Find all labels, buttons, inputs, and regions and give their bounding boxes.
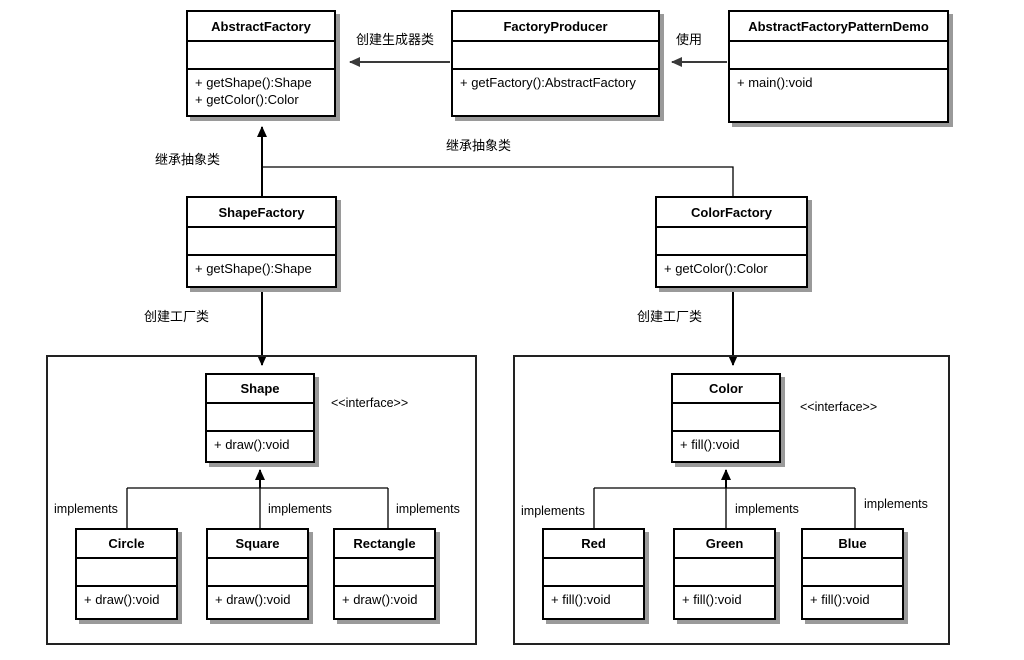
edge-label-implements-shape-1: implements	[54, 502, 118, 516]
operation-draw: + draw():void	[214, 437, 290, 452]
class-title-demo: AbstractFactoryPatternDemo	[730, 12, 947, 42]
class-operations-factory-producer: + getFactory():AbstractFactory	[453, 70, 658, 91]
edge-label-implements-color-2: implements	[735, 502, 799, 516]
class-title-color-factory: ColorFactory	[657, 198, 806, 228]
class-attributes-abstract-factory	[188, 42, 334, 70]
edge-label-implements-shape-2: implements	[268, 502, 332, 516]
class-attributes-red	[544, 559, 643, 587]
operation-getcolor: + getColor():Color	[664, 261, 768, 276]
class-title-shape: Shape	[207, 375, 313, 404]
class-operations-shape-factory: + getShape():Shape	[188, 256, 335, 277]
edge-label-create-factory-left: 创建工厂类	[144, 309, 210, 324]
class-title-rectangle: Rectangle	[335, 530, 434, 559]
operation-draw: + draw():void	[342, 592, 418, 607]
class-box-demo[interactable]: AbstractFactoryPatternDemo + main():void	[728, 10, 949, 123]
stereotype-shape-interface: <<interface>>	[331, 396, 409, 410]
class-box-square[interactable]: Square + draw():void	[206, 528, 309, 620]
class-box-red[interactable]: Red + fill():void	[542, 528, 645, 620]
shape-group-frame	[46, 355, 477, 645]
operation-fill: + fill():void	[551, 592, 611, 607]
class-attributes-color	[673, 404, 779, 432]
edge-shape-implementers	[126, 469, 389, 528]
class-attributes-factory-producer	[453, 42, 658, 70]
class-box-blue[interactable]: Blue + fill():void	[801, 528, 904, 620]
edge-label-create-builder: 创建生成器类	[356, 32, 435, 47]
class-box-green[interactable]: Green + fill():void	[673, 528, 776, 620]
class-title-shape-factory: ShapeFactory	[188, 198, 335, 228]
operation-fill: + fill():void	[810, 592, 870, 607]
edge-label-implements-color-1: implements	[521, 504, 585, 518]
stereotype-color-interface: <<interface>>	[800, 400, 878, 414]
class-box-rectangle[interactable]: Rectangle + draw():void	[333, 528, 436, 620]
edge-label-extend-abstract-right: 继承抽象类	[446, 138, 512, 153]
edge-label-extend-abstract-left: 继承抽象类	[155, 152, 221, 167]
class-operations-abstract-factory: + getShape():Shape + getColor():Color	[188, 70, 334, 108]
class-title-factory-producer: FactoryProducer	[453, 12, 658, 42]
operation-getshape: + getShape():Shape	[195, 261, 312, 276]
class-operations-color: + fill():void	[673, 432, 779, 453]
operation-main: + main():void	[737, 75, 813, 90]
class-operations-square: + draw():void	[208, 587, 307, 608]
edge-label-implements-color-3: implements	[864, 497, 928, 511]
class-attributes-rectangle	[335, 559, 434, 587]
class-operations-color-factory: + getColor():Color	[657, 256, 806, 277]
operation-draw: + draw():void	[215, 592, 291, 607]
class-box-factory-producer[interactable]: FactoryProducer + getFactory():AbstractF…	[451, 10, 660, 117]
color-group-frame	[513, 355, 950, 645]
class-operations-red: + fill():void	[544, 587, 643, 608]
class-attributes-square	[208, 559, 307, 587]
class-title-green: Green	[675, 530, 774, 559]
class-attributes-shape	[207, 404, 313, 432]
operation-draw: + draw():void	[84, 592, 160, 607]
edge-label-implements-shape-3: implements	[396, 502, 460, 516]
class-box-color[interactable]: Color + fill():void	[671, 373, 781, 463]
class-attributes-demo	[730, 42, 947, 70]
edge-colorfactory-to-abstractfactory	[262, 166, 734, 196]
operation-getshape: + getShape():Shape	[195, 75, 312, 90]
class-title-red: Red	[544, 530, 643, 559]
operation-getfactory: + getFactory():AbstractFactory	[460, 75, 636, 90]
edge-label-uses: 使用	[676, 32, 703, 47]
edge-color-implementers	[593, 469, 856, 528]
class-title-blue: Blue	[803, 530, 902, 559]
class-title-abstract-factory: AbstractFactory	[188, 12, 334, 42]
class-operations-blue: + fill():void	[803, 587, 902, 608]
class-box-circle[interactable]: Circle + draw():void	[75, 528, 178, 620]
class-box-abstract-factory[interactable]: AbstractFactory + getShape():Shape + get…	[186, 10, 336, 117]
class-box-shape-factory[interactable]: ShapeFactory + getShape():Shape	[186, 196, 337, 288]
class-attributes-circle	[77, 559, 176, 587]
class-attributes-green	[675, 559, 774, 587]
class-operations-green: + fill():void	[675, 587, 774, 608]
class-operations-shape: + draw():void	[207, 432, 313, 453]
class-operations-circle: + draw():void	[77, 587, 176, 608]
class-box-color-factory[interactable]: ColorFactory + getColor():Color	[655, 196, 808, 288]
class-attributes-blue	[803, 559, 902, 587]
operation-fill: + fill():void	[680, 437, 740, 452]
edge-label-create-factory-right: 创建工厂类	[637, 309, 703, 324]
class-attributes-shape-factory	[188, 228, 335, 256]
operation-getcolor: + getColor():Color	[195, 92, 299, 107]
class-operations-demo: + main():void	[730, 70, 947, 91]
class-operations-rectangle: + draw():void	[335, 587, 434, 608]
class-box-shape[interactable]: Shape + draw():void	[205, 373, 315, 463]
class-title-circle: Circle	[77, 530, 176, 559]
operation-fill: + fill():void	[682, 592, 742, 607]
class-title-color: Color	[673, 375, 779, 404]
class-title-square: Square	[208, 530, 307, 559]
class-attributes-color-factory	[657, 228, 806, 256]
